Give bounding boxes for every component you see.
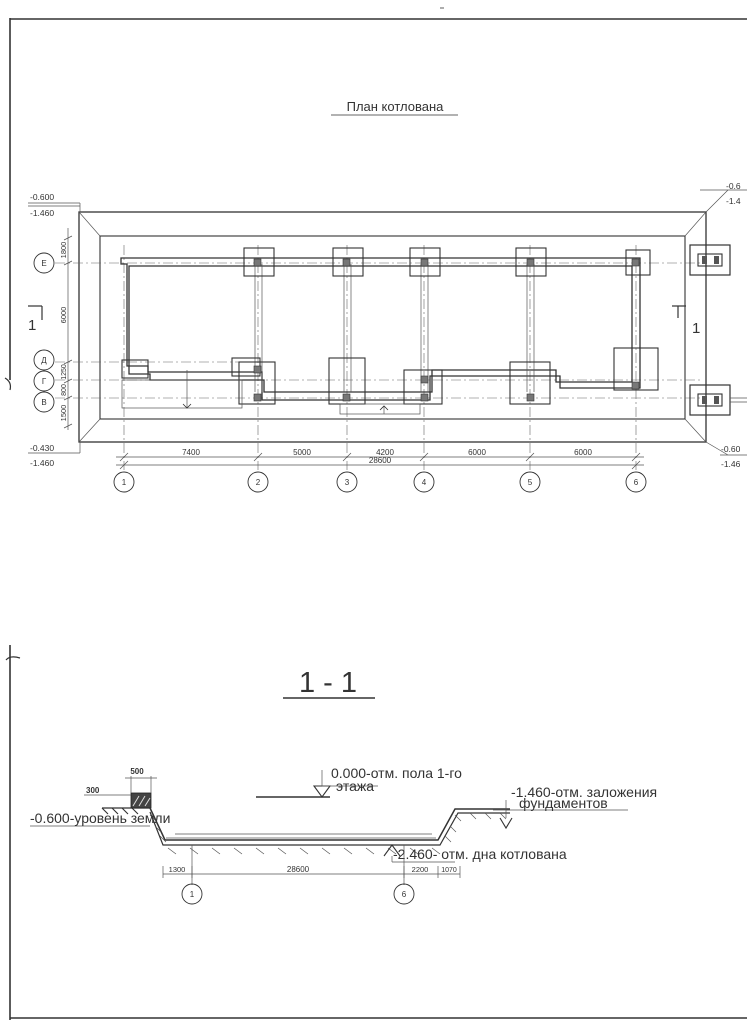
section-dim-1300: 1300 bbox=[169, 865, 186, 874]
pit-bottom-label: -2.460- отм. дна котлована bbox=[393, 846, 567, 862]
column-footings bbox=[121, 247, 659, 415]
row-axis-g: Г bbox=[42, 377, 47, 386]
row-dim-1250: 1250 bbox=[61, 364, 68, 380]
dim-500: 500 bbox=[130, 767, 144, 776]
external-footings bbox=[689, 244, 747, 416]
row-axis-e: Е bbox=[41, 259, 46, 268]
section-axis-1: 1 bbox=[190, 890, 195, 899]
foundation-strips bbox=[120, 257, 641, 401]
foundation-level-label-2: фундаментов bbox=[519, 795, 608, 811]
level-labels: -0.600 -1.460 -0.6 -1.4 -0.430 -1.460 -0… bbox=[30, 181, 741, 469]
axis-lines bbox=[55, 245, 700, 470]
level-bottom-right-2: -1.46 bbox=[721, 459, 741, 469]
row-axis-d: Д bbox=[41, 356, 47, 365]
dim-300: 300 bbox=[86, 786, 100, 795]
level-top-right-1: -0.6 bbox=[726, 181, 741, 191]
sheet-frame bbox=[4, 7, 747, 1020]
level-top-left-1: -0.600 bbox=[30, 192, 54, 202]
level-top-left-2: -1.460 bbox=[30, 208, 54, 218]
level-bottom-right-1: -0.60 bbox=[721, 444, 741, 454]
col-dim-5000: 5000 bbox=[293, 448, 311, 457]
section-dimensions: 1300 28600 2200 1070 bbox=[162, 865, 461, 878]
ground-level-label: -0.600-уровень земли bbox=[30, 810, 170, 826]
section-title-group: 1 - 1 bbox=[283, 667, 375, 699]
column-dimensions: 7400 5000 4200 6000 6000 28600 bbox=[116, 448, 644, 470]
row-axis-labels: Е Д Г В bbox=[33, 252, 55, 413]
section-dim-2200: 2200 bbox=[412, 865, 429, 874]
ground-surface: 500 300 bbox=[84, 767, 157, 815]
col-axis-6: 6 bbox=[634, 478, 639, 487]
excavation-profile bbox=[149, 807, 510, 855]
pit-outline bbox=[78, 211, 707, 443]
col-axis-1: 1 bbox=[122, 478, 127, 487]
col-dim-6000a: 6000 bbox=[468, 448, 486, 457]
section-level-labels: 0.000-отм. пола 1-го этажа -1.460-отм. з… bbox=[30, 765, 657, 862]
row-dim-1500: 1500 bbox=[59, 405, 68, 422]
row-dim-1800: 1800 bbox=[59, 242, 68, 259]
section-cut-markers: 1 1 bbox=[28, 305, 700, 337]
total-dim: 28600 bbox=[369, 456, 392, 465]
plan-title: План котлована bbox=[347, 99, 445, 114]
column-marks bbox=[253, 258, 640, 402]
foundation-level-label-1: -1.460-отм. заложения bbox=[511, 784, 657, 800]
floor-level-label-1: 0.000-отм. пола 1-го bbox=[331, 765, 462, 781]
floor-level-label-2: этажа bbox=[336, 778, 374, 794]
column-axis-labels: 1 2 3 4 5 6 bbox=[113, 471, 647, 493]
plan-title-group: План котлована bbox=[331, 99, 458, 116]
section-marker-left: 1 bbox=[28, 317, 36, 334]
row-axis-v: В bbox=[41, 398, 46, 407]
col-dim-7400: 7400 bbox=[182, 448, 200, 457]
section-level-markers bbox=[30, 770, 628, 863]
level-top-right-2: -1.4 bbox=[726, 196, 741, 206]
col-axis-3: 3 bbox=[345, 478, 350, 487]
section-title: 1 - 1 bbox=[299, 667, 357, 699]
col-axis-5: 5 bbox=[528, 478, 533, 487]
row-dimensions: 1800 6000 1250 800 1500 bbox=[59, 228, 73, 430]
col-dim-6000b: 6000 bbox=[574, 448, 592, 457]
section-dim-1070: 1070 bbox=[441, 867, 457, 874]
row-dim-6000: 6000 bbox=[59, 307, 68, 324]
col-axis-4: 4 bbox=[422, 478, 427, 487]
col-axis-2: 2 bbox=[256, 478, 261, 487]
level-leaders bbox=[28, 189, 747, 456]
section-marker-right: 1 bbox=[692, 320, 700, 337]
section-dim-28600: 28600 bbox=[287, 865, 310, 874]
section-axis-labels: 1 6 bbox=[181, 845, 415, 905]
section-axis-6: 6 bbox=[402, 890, 407, 899]
level-bottom-left-1: -0.430 bbox=[30, 443, 54, 453]
level-bottom-left-2: -1.460 bbox=[30, 458, 54, 468]
row-dim-800: 800 bbox=[61, 384, 68, 396]
col-dim-4200: 4200 bbox=[376, 448, 394, 457]
